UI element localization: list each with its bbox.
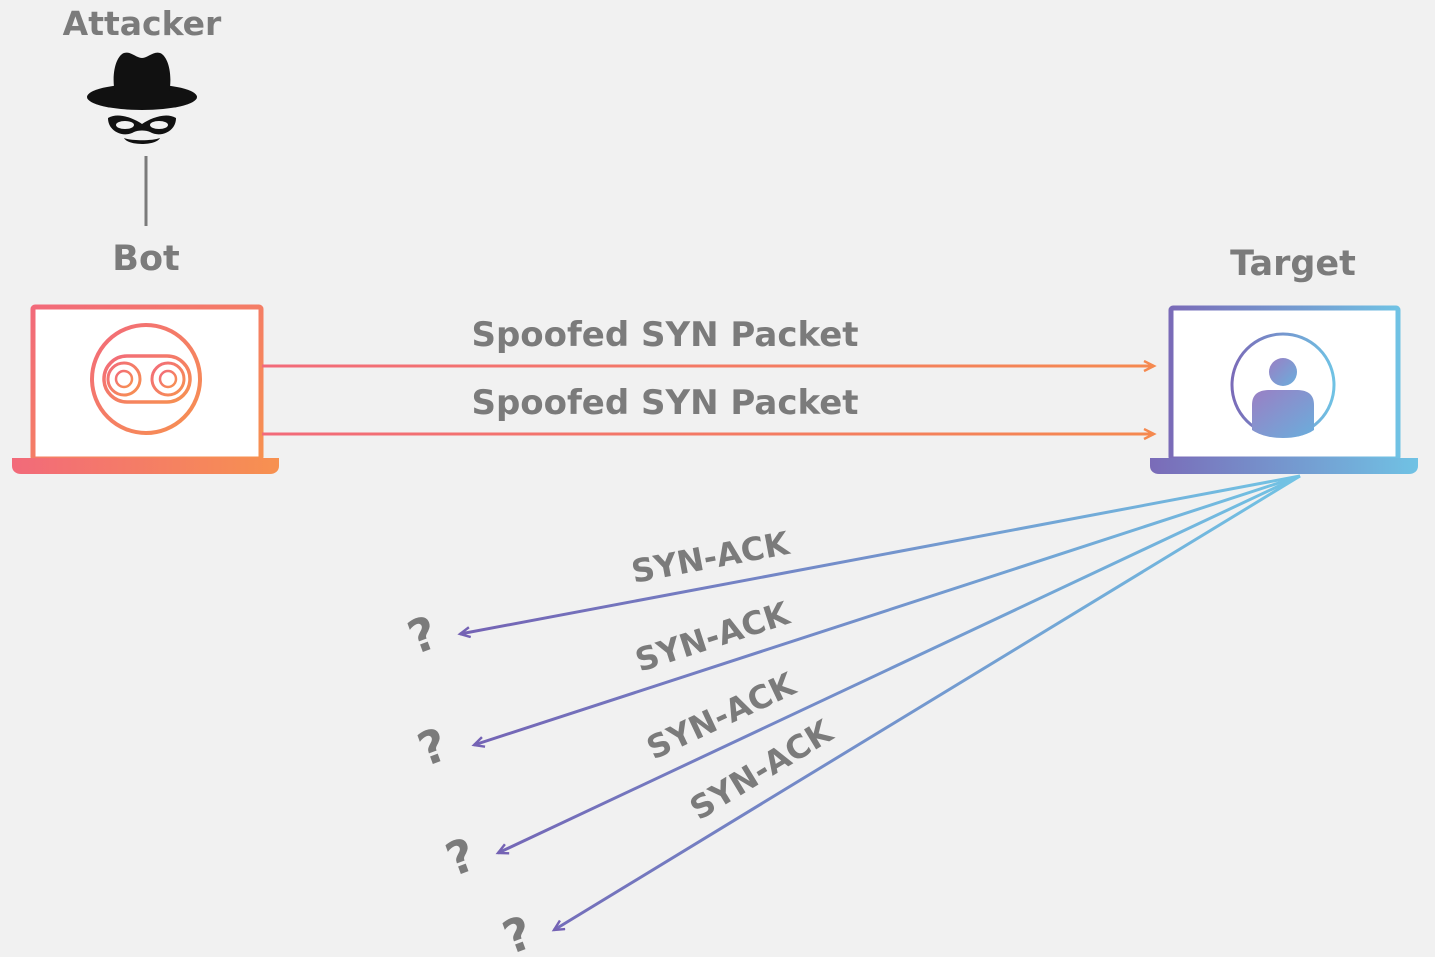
unknown-destination-mark: ? — [439, 827, 483, 887]
unknown-destination-mark: ? — [401, 605, 445, 665]
syn-ack-arrow — [474, 474, 1301, 745]
user-avatar-icon — [1230, 332, 1336, 438]
response-arrows: SYN-ACK?SYN-ACK?SYN-ACK?SYN-ACK? — [401, 474, 1301, 957]
syn-packet-label: Spoofed SYN Packet — [471, 315, 858, 355]
spy-hat-mask-icon — [87, 52, 197, 144]
target-label: Target — [1230, 244, 1356, 284]
syn-ack-arrow — [498, 474, 1301, 853]
bot-label: Bot — [112, 239, 179, 279]
bot-laptop — [12, 304, 279, 474]
syn-ack-label: SYN-ACK — [628, 524, 793, 591]
target-laptop — [1150, 305, 1418, 474]
syn-ack-arrow — [460, 474, 1301, 634]
unknown-destination-mark: ? — [411, 717, 455, 777]
unknown-destination-mark: ? — [496, 905, 540, 957]
robot-face-icon — [90, 323, 202, 435]
syn-packet-label: Spoofed SYN Packet — [471, 383, 858, 423]
attacker-label: Attacker — [63, 4, 222, 43]
syn-ack-arrow — [554, 474, 1301, 930]
